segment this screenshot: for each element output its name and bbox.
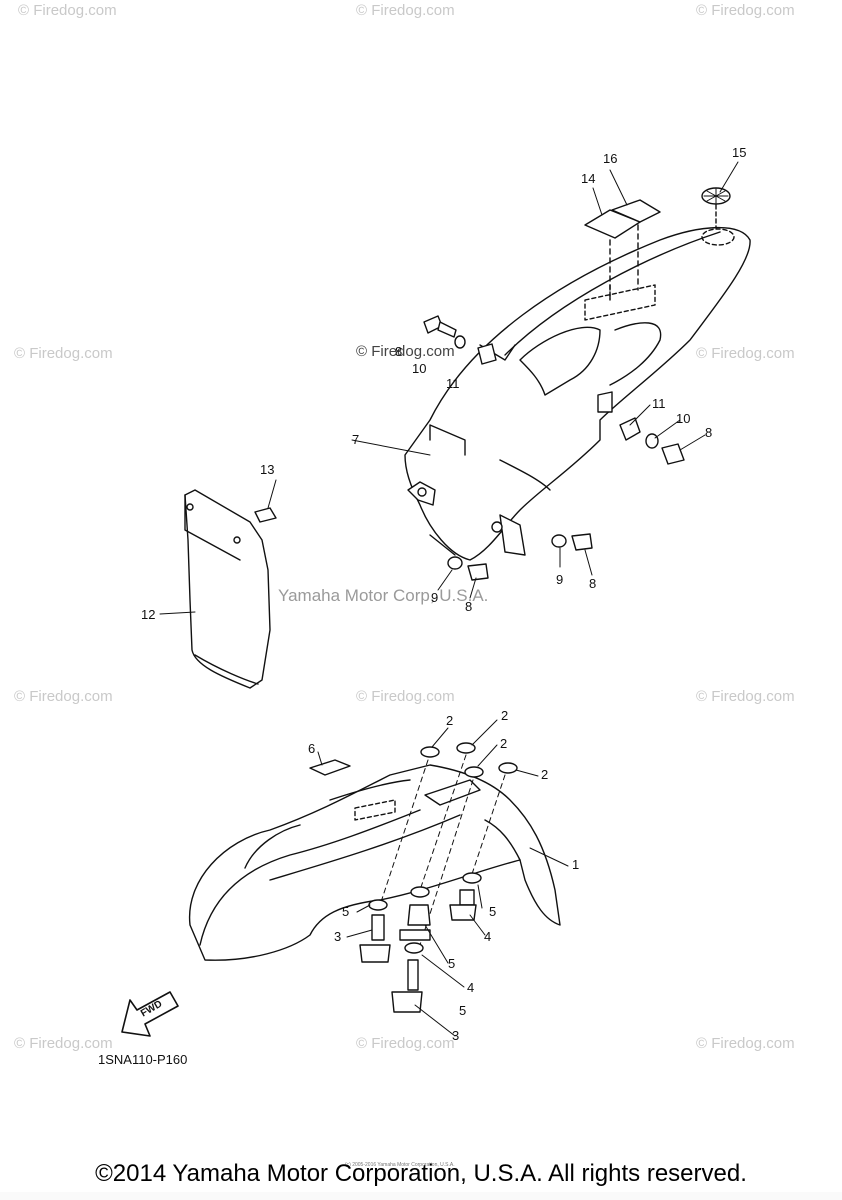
callout-4: 4: [467, 980, 475, 995]
grommet-15: [701, 187, 731, 229]
callout-5: 5: [459, 1003, 467, 1018]
callout-2: 2: [501, 708, 509, 723]
callout-11: 11: [652, 396, 666, 411]
watermark: © Firedog.com: [18, 2, 117, 19]
callout-14: 14: [581, 171, 596, 186]
rear-fender-bolts-lower: [429, 533, 593, 581]
callout-15: 15: [732, 145, 747, 160]
callout-8: 8: [589, 576, 597, 591]
front-fender-lower-bolts: [359, 872, 482, 1013]
rear-fender-bolt-left: [423, 315, 497, 365]
callout-10: 10: [412, 361, 427, 376]
copyright-notice: ©2014 Yamaha Motor Corporation, U.S.A. A…: [95, 1160, 747, 1187]
callout-8: 8: [705, 425, 713, 440]
watermark: © Firedog.com: [14, 1035, 113, 1052]
washers-2: [420, 742, 518, 778]
front-fender: [188, 764, 561, 961]
callout-3: 3: [452, 1028, 460, 1043]
watermark: © Firedog.com: [696, 688, 795, 705]
watermark: © Firedog.com: [14, 688, 113, 705]
callout-1: 1: [572, 857, 580, 872]
callout-12: 12: [141, 607, 156, 622]
watermark: © Firedog.com: [356, 688, 455, 705]
callout-3: 3: [334, 929, 342, 944]
callout-8: 8: [395, 344, 403, 359]
yamaha-credit: Yamaha Motor Corp, U.S.A.: [278, 586, 489, 605]
callout-13: 13: [260, 462, 275, 477]
watermark: © Firedog.com: [356, 2, 455, 19]
leader-lines: [159, 161, 739, 1037]
callout-9: 9: [431, 590, 439, 605]
callout-10: 10: [676, 411, 691, 426]
callout-16: 16: [603, 151, 618, 166]
bottom-strip: [0, 1192, 842, 1200]
fwd-arrow-icon: [121, 991, 179, 1037]
callout-9: 9: [556, 572, 564, 587]
callout-2: 2: [446, 713, 454, 728]
callout-11: 11: [446, 376, 460, 391]
watermark: © Firedog.com: [696, 2, 795, 19]
mud-flap: [184, 489, 277, 689]
watermark: © Firedog.com: [696, 345, 795, 362]
callout-2: 2: [541, 767, 549, 782]
rear-fender-bolt-right: [619, 417, 685, 465]
callout-2: 2: [500, 736, 508, 751]
rear-fender: [404, 226, 751, 561]
callout-7: 7: [352, 432, 360, 447]
callout-6: 6: [308, 741, 316, 756]
tiny-copyright: (c) 2005-2016 Yamaha Motor Corporation, …: [345, 1162, 455, 1168]
callout-8: 8: [465, 599, 473, 614]
watermark: © Firedog.com: [14, 345, 113, 362]
callout-5: 5: [342, 904, 350, 919]
watermark: © Firedog.com: [356, 1035, 455, 1052]
diagram-code: 1SNA110-P160: [98, 1052, 188, 1067]
decal-6: [309, 759, 351, 776]
callout-5: 5: [489, 904, 497, 919]
callout-5: 5: [448, 956, 456, 971]
watermark: © Firedog.com: [696, 1035, 795, 1052]
callout-4: 4: [484, 929, 492, 944]
watermark: © Firedog.com: [356, 343, 455, 360]
